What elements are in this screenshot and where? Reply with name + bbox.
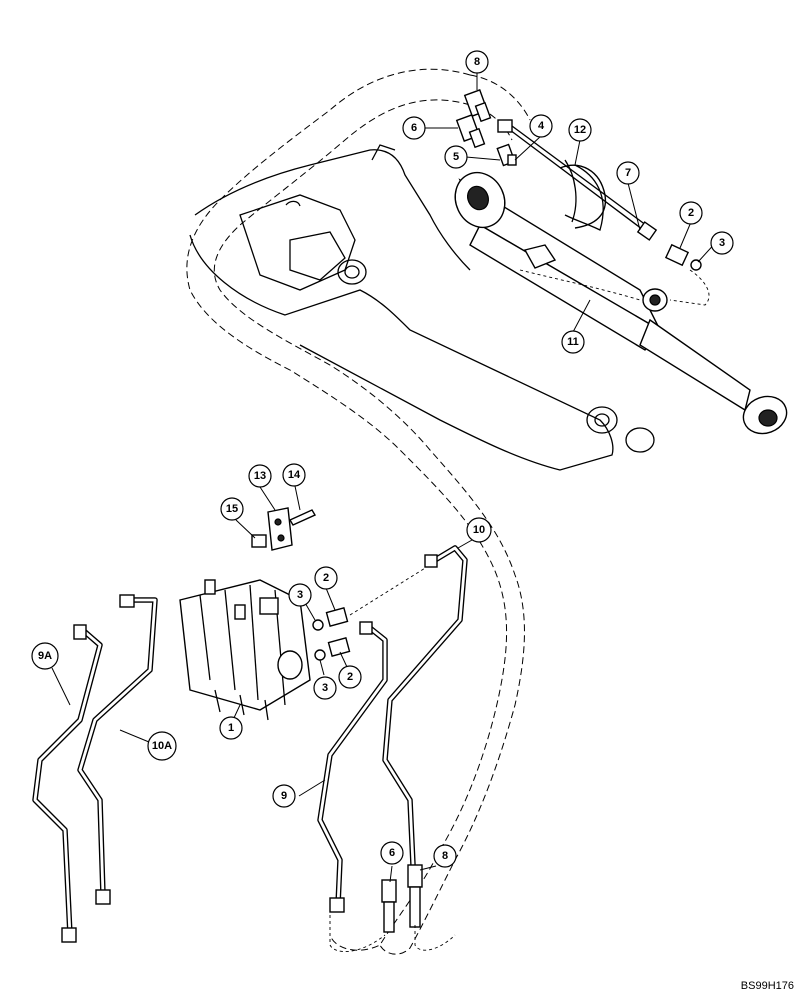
callout-2-top: 2 <box>679 201 703 225</box>
callout-8: 8 <box>465 50 489 74</box>
hidden-line <box>519 269 641 301</box>
callout-13: 13 <box>248 464 272 488</box>
callout-4: 4 <box>529 114 553 138</box>
callout-10: 10 <box>466 517 492 543</box>
tube-9a <box>32 624 103 943</box>
svg-text:11: 11 <box>567 336 579 348</box>
callout-14: 14 <box>282 463 306 487</box>
reference-code: BS99H176 <box>740 980 794 992</box>
callout-12: 12 <box>568 118 592 142</box>
tube-10a <box>77 594 158 905</box>
svg-text:9A: 9A <box>38 650 52 662</box>
callout-6-bottom: 6 <box>380 841 404 865</box>
callout-8-bottom: 8 <box>433 844 457 868</box>
loader-arm-body <box>189 144 655 471</box>
callout-5: 5 <box>444 145 468 169</box>
svg-text:2: 2 <box>347 671 353 683</box>
callout-9a: 9A <box>31 642 59 670</box>
leader-lines <box>51 73 719 883</box>
svg-text:2: 2 <box>323 572 329 584</box>
callout-6-top: 6 <box>402 116 426 140</box>
svg-text:3: 3 <box>719 237 725 249</box>
svg-text:12: 12 <box>574 124 586 136</box>
svg-text:8: 8 <box>474 56 480 68</box>
lift-cylinder <box>454 159 788 435</box>
callout-10a: 10A <box>147 731 177 761</box>
control-valve <box>179 579 311 721</box>
callout-1: 1 <box>219 716 243 740</box>
svg-text:15: 15 <box>226 503 238 515</box>
svg-text:3: 3 <box>322 682 328 694</box>
callout-3-low: 3 <box>313 676 337 700</box>
svg-text:6: 6 <box>389 847 395 859</box>
top-fittings <box>455 89 702 271</box>
bottom-hoses <box>329 864 456 952</box>
svg-text:7: 7 <box>625 167 631 179</box>
tube-line-7 <box>509 125 658 241</box>
hidden-line-3 <box>349 564 431 616</box>
svg-text:8: 8 <box>442 850 448 862</box>
svg-text:10A: 10A <box>152 740 172 752</box>
tube-10 <box>382 545 468 868</box>
svg-text:6: 6 <box>411 122 417 134</box>
callout-9: 9 <box>272 784 296 808</box>
callout-2-mid: 2 <box>314 566 338 590</box>
bracket-assembly <box>251 507 317 551</box>
svg-text:13: 13 <box>254 470 266 482</box>
callout-2-low: 2 <box>338 665 362 689</box>
callout-15: 15 <box>220 497 244 521</box>
callout-11: 11 <box>561 330 585 354</box>
svg-text:14: 14 <box>288 469 301 481</box>
svg-text:4: 4 <box>538 120 545 132</box>
hidden-line-2 <box>669 269 710 306</box>
tube-9 <box>317 621 388 913</box>
callout-7: 7 <box>616 161 640 185</box>
valve-fittings <box>312 607 351 661</box>
svg-text:10: 10 <box>473 524 485 536</box>
svg-text:2: 2 <box>688 207 694 219</box>
callout-3-top: 3 <box>710 231 734 255</box>
svg-text:5: 5 <box>453 151 459 163</box>
callout-3-mid: 3 <box>288 583 312 607</box>
svg-text:1: 1 <box>228 722 234 734</box>
svg-text:3: 3 <box>297 589 303 601</box>
svg-text:9: 9 <box>281 790 287 802</box>
